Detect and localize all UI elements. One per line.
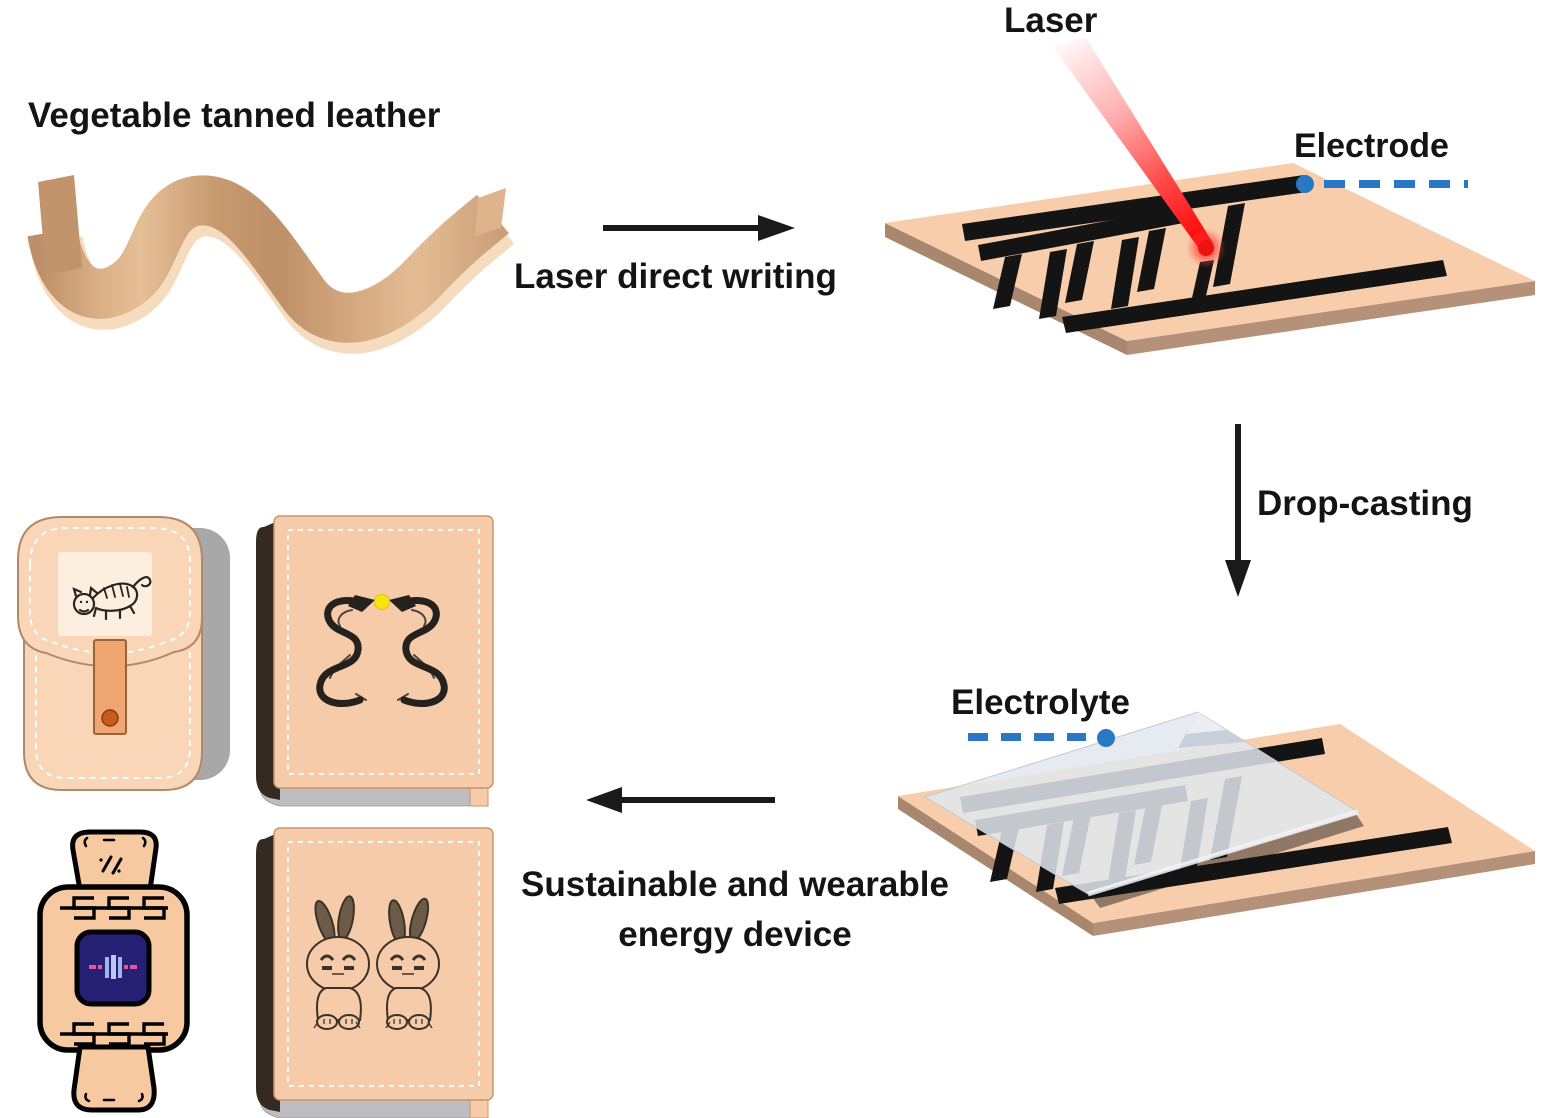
material-label: Vegetable tanned leather <box>28 96 441 135</box>
book-page-tab <box>469 787 489 807</box>
watch-circuit-bottom-icon <box>60 1022 168 1046</box>
leather-wave-left-end <box>38 175 82 275</box>
step2-label: Drop-casting <box>1257 484 1473 523</box>
watch-screen-supercapacitor-icon <box>89 955 137 979</box>
product-leather-book-rabbits <box>255 827 494 1118</box>
electrolyte-film-shadow <box>1090 814 1364 908</box>
dragon-pearl-icon <box>374 594 390 610</box>
rabbit-engraving-icon <box>306 895 440 1030</box>
electrolyte-film-corner-curl-highlight <box>1186 712 1226 734</box>
result-label-line1: Sustainable and wearable <box>521 865 949 904</box>
book-pages <box>259 787 489 807</box>
book-frame <box>256 515 494 807</box>
book-cover <box>273 515 494 789</box>
electrolyte-callout-label: Electrolyte <box>951 683 1130 722</box>
leather-wave-illustration <box>27 175 515 354</box>
electrolyte-callout-line <box>968 729 1115 747</box>
laser-beam <box>1053 38 1226 268</box>
bag-button <box>101 709 119 727</box>
substrate1-side-right <box>1127 281 1535 355</box>
tiger-engraving-icon <box>72 576 152 621</box>
arrow-step2-down <box>1225 424 1251 597</box>
step1-label: Laser direct writing <box>514 257 837 296</box>
watch-strap-stitch-marks <box>83 836 147 1103</box>
product-leather-watch <box>37 829 190 1113</box>
interdigitated-electrode-pattern <box>962 175 1447 333</box>
arrow-step1-right <box>603 215 795 241</box>
leather-substrate-laser-writing <box>885 38 1535 355</box>
arrow-step3-left <box>586 787 775 813</box>
product-leather-book-dragons <box>256 515 494 807</box>
result-label: Sustainable and wearable energy device <box>455 860 1015 960</box>
leather-wave-surface <box>27 175 510 343</box>
leather-wave-right-end <box>475 188 506 236</box>
electrode-callout-label: Electrode <box>1294 127 1449 165</box>
product-leather-bag <box>17 516 230 791</box>
result-label-line2: energy device <box>618 915 852 954</box>
book-cover-stitching <box>287 529 480 775</box>
laser-callout-label: Laser <box>1004 1 1098 40</box>
watch-strap-top <box>70 829 159 893</box>
watch-strap-bottom <box>71 1044 157 1113</box>
bag-body-stitching <box>35 629 191 779</box>
electrode-callout-line <box>1296 175 1468 193</box>
bag-strap <box>93 639 127 735</box>
leather-device-with-electrolyte <box>898 711 1535 936</box>
substrate2-side-right <box>1093 851 1535 936</box>
bag-flap-stitching <box>29 527 191 655</box>
electrolyte-film-curled-edge <box>1087 809 1359 897</box>
spark-icon <box>99 855 123 875</box>
watch-circuit-top-icon <box>60 896 168 920</box>
dragon-engraving-icon <box>316 594 448 707</box>
